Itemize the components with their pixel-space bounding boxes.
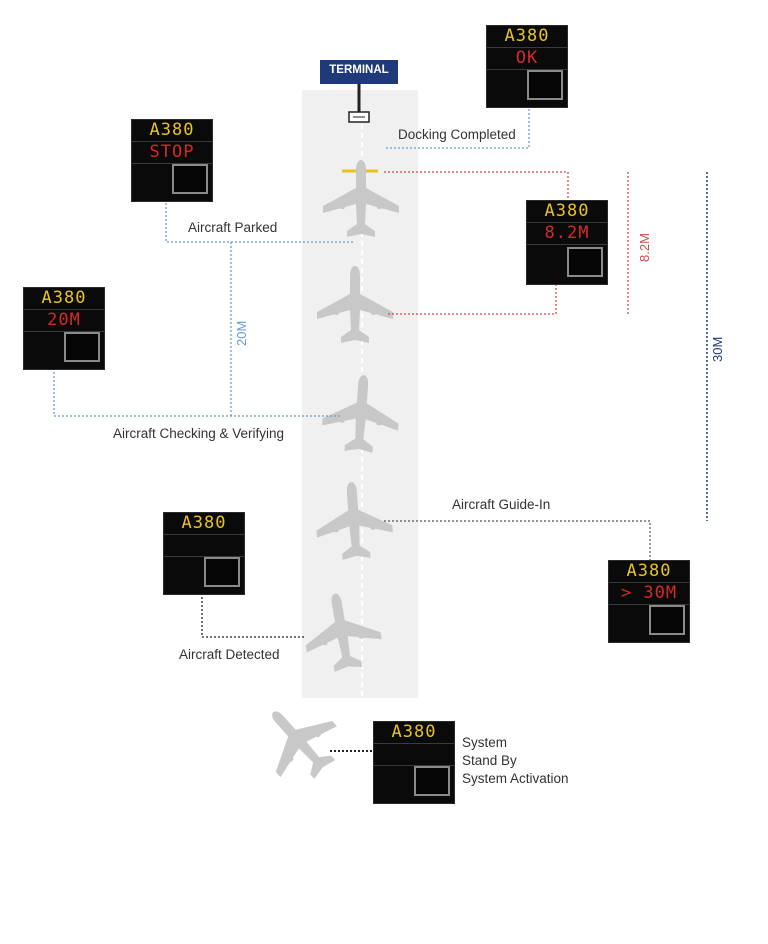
distance-label-30m: 30M [710,336,725,362]
display-stand-by: A380 [373,721,455,804]
connector-detected [201,597,306,638]
display-window [527,70,563,100]
terminal-label: TERMINAL [329,64,389,76]
display-row-aircraft-type: A380 [609,561,689,583]
connector-final-2 [388,283,557,315]
display-row-aircraft-type: A380 [24,288,104,310]
terminal-sign [320,60,398,84]
label-stand-by-2: Stand By [462,753,517,768]
display-row-status [164,535,244,557]
display-row-distance: > 30M [609,583,689,605]
label-stand-by-1: System [462,735,508,750]
connector-checking [53,368,340,417]
display-row-status: STOP [132,142,212,164]
display-row-distance: 20M [24,310,104,332]
connector-final [384,171,569,201]
display-final-approach: A380 8.2M [526,200,608,285]
label-checking-verifying: Aircraft Checking & Verifying [113,426,285,441]
connector-guide-in [384,520,651,562]
display-guide-in: A380 > 30M [608,560,690,643]
display-row-aircraft-type: A380 [374,722,454,744]
connector-aircraft-parked [165,199,355,243]
display-window [204,557,240,587]
display-row-aircraft-type: A380 [132,120,212,142]
label-detected: Aircraft Detected [179,647,280,662]
label-guide-in: Aircraft Guide-In [452,497,551,512]
display-row-status: OK [487,48,567,70]
display-row-aircraft-type: A380 [164,513,244,535]
display-checking-verifying: A380 20M [23,287,105,370]
display-window [649,605,685,635]
display-window [414,766,450,796]
display-row-aircraft-type: A380 [527,201,607,223]
distance-label-20m: 20M [234,320,249,346]
display-row-distance: 8.2M [527,223,607,245]
label-aircraft-parked: Aircraft Parked [188,220,278,235]
display-aircraft-detected: A380 [163,512,245,595]
display-window [64,332,100,362]
label-stand-by-3: System Activation [462,771,569,786]
display-window [172,164,208,194]
display-docking-completed: A380 OK [486,25,568,108]
display-aircraft-parked: A380 STOP [131,119,213,202]
distance-label-8-2m: 8.2M [637,233,652,262]
label-docking-completed: Docking Completed [398,127,516,142]
display-row-aircraft-type: A380 [487,26,567,48]
aircraft-standby-icon [244,686,353,795]
display-row-status [374,744,454,766]
display-window [567,247,603,277]
